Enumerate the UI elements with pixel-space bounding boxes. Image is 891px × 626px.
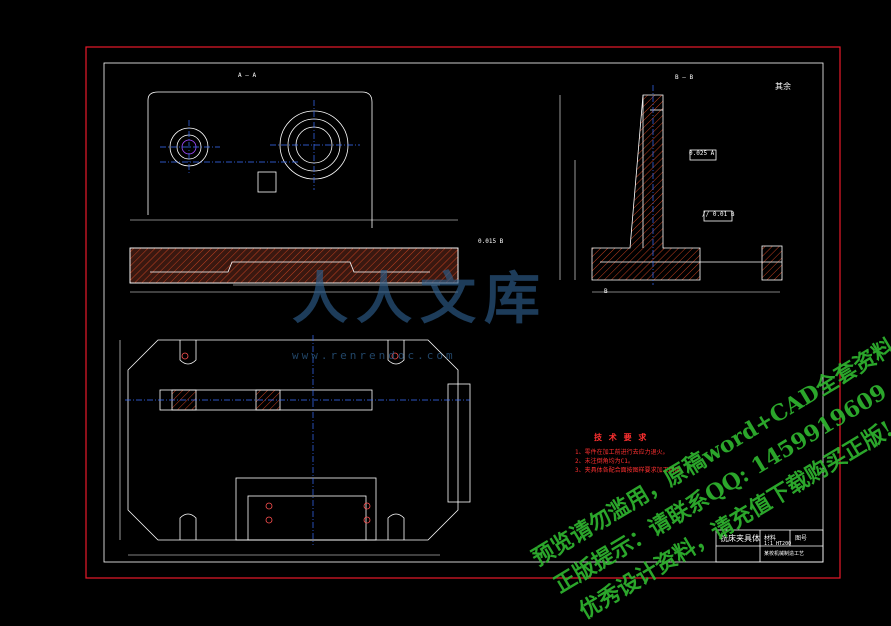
title-block-material: 材料	[764, 535, 777, 542]
title-block-org: 某校机械制造工艺	[764, 551, 805, 557]
tech-requirement-3: 3、夹具体各配合面按图样要求加工精度。	[575, 467, 687, 474]
view-bb	[559, 94, 783, 293]
tech-requirement-1: 1、零件在加工前进行去应力退火。	[575, 449, 669, 456]
title-block-name: 铣床夹具体	[720, 534, 760, 543]
section-bb-label: B — B	[675, 74, 694, 81]
datum-b-label: B	[604, 288, 608, 295]
center-lines-plan	[125, 335, 470, 545]
inner-border	[103, 62, 824, 563]
watermark-logo: 人人文库	[292, 266, 548, 332]
tech-requirements-title: 技 术 要 求	[594, 433, 649, 442]
section-aa-label: A — A	[238, 72, 257, 79]
tolerance-frame-1: 0.025 A	[689, 150, 715, 157]
plan-holes	[181, 352, 399, 524]
title-block-frame	[715, 529, 824, 563]
view-aa	[129, 91, 459, 293]
center-lines-aa	[160, 100, 360, 190]
title-block-scale: 1:1 HT200	[764, 541, 792, 547]
view-plan	[119, 339, 471, 556]
roughness-rest-label: 其余	[775, 82, 791, 91]
tolerance-frame-2: // 0.01 B	[702, 211, 735, 218]
title-block-drawing-no: 图号	[795, 535, 808, 542]
watermark-url: www.renrendoc.com	[292, 349, 456, 362]
outer-frame	[85, 46, 841, 579]
tech-requirement-2: 2、未注倒角均为C1。	[575, 458, 634, 465]
tolerance-frame-3: 0.015 B	[478, 238, 504, 245]
